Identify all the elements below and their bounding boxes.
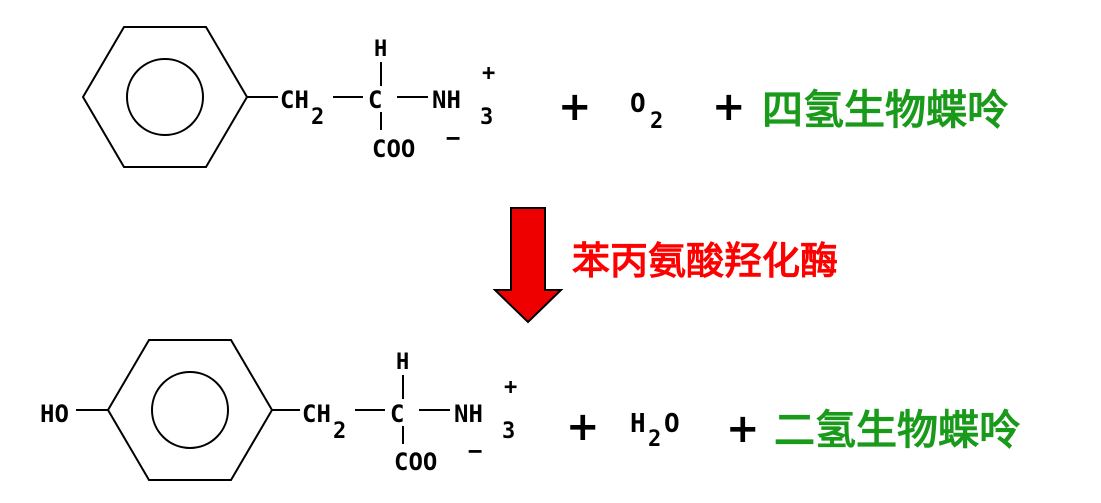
product-ch2: CH <box>302 400 331 428</box>
enzyme-label: 苯丙氨酸羟化酶 <box>572 239 838 283</box>
reactant-benzene-ring <box>81 26 249 168</box>
reactant-amino-group: NH <box>432 86 461 114</box>
reactant-carboxylate-charge: − <box>446 124 460 152</box>
top-plus-sign-2: + <box>712 84 746 130</box>
product-amino-group: NH <box>454 400 483 428</box>
product-carboxylate: COO <box>394 448 437 476</box>
top-plus-sign-1: + <box>558 84 592 130</box>
product-alpha-hydrogen: H <box>396 350 409 375</box>
reactant-alpha-carbon: C <box>368 86 382 114</box>
reactant-alpha-hydrogen: H <box>374 37 387 62</box>
bottom-plus-sign-1: + <box>566 404 600 450</box>
product-benzene-ring <box>106 339 274 481</box>
bottom-plus-sign-2: + <box>726 406 760 452</box>
product-hydroxyl: HO <box>40 400 69 428</box>
oxygen-subscript: 2 <box>650 109 663 134</box>
reaction-arrow <box>492 207 564 324</box>
product-carboxylate-charge: − <box>468 437 482 465</box>
water-hydrogen: H <box>630 409 646 439</box>
reactant-ch2-subscript: 2 <box>311 105 324 130</box>
product-alpha-carbon: C <box>390 400 404 428</box>
dihydrobiopterin-label: 二氢生物蝶呤 <box>774 406 1021 454</box>
product-ch2-subscript: 2 <box>333 419 346 444</box>
product-amino-subscript: 3 <box>502 419 515 444</box>
water-oxygen: O <box>664 409 680 439</box>
water-subscript: 2 <box>648 427 661 452</box>
reactant-amino-subscript: 3 <box>480 105 493 130</box>
tetrahydrobiopterin-label: 四氢生物蝶呤 <box>762 86 1009 134</box>
oxygen-label: O <box>630 89 646 119</box>
reactant-amino-charge: + <box>482 61 495 86</box>
reactant-ch2: CH <box>280 86 309 114</box>
reactant-carboxylate: COO <box>372 135 415 163</box>
product-amino-charge: + <box>504 375 517 400</box>
